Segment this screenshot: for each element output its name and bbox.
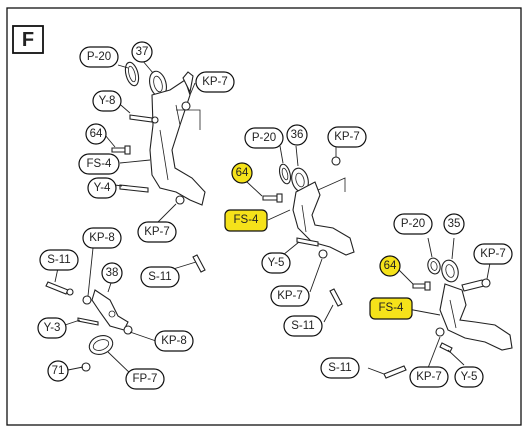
svg-text:35: 35 [448, 218, 461, 230]
svg-text:Y-5: Y-5 [461, 371, 478, 383]
assembly-c-drawing [262, 156, 355, 307]
callout-c-p20: P-20 [244, 127, 284, 149]
callout-d-kp7-bottom: KP-7 [409, 366, 449, 388]
callout-b-38: 38 [101, 262, 123, 284]
svg-text:Y-4: Y-4 [94, 182, 111, 194]
svg-text:S-11: S-11 [328, 362, 351, 374]
svg-text:FP-7: FP-7 [133, 373, 158, 385]
callout-b-71: 71 [47, 360, 69, 382]
callout-b-kp8-top: KP-8 [82, 227, 122, 249]
svg-text:P-20: P-20 [252, 132, 276, 144]
assembly-d-drawing [383, 257, 513, 379]
callout-b-kp8-right: KP-8 [154, 330, 194, 352]
svg-text:64: 64 [236, 167, 249, 179]
svg-text:S-11: S-11 [47, 254, 70, 266]
svg-text:Y-3: Y-3 [44, 322, 61, 334]
callout-a-64: 64 [85, 123, 107, 145]
svg-text:FS-4: FS-4 [379, 302, 405, 314]
callout-c-s11: S-11 [283, 315, 323, 337]
callout-d-p20: P-20 [393, 213, 433, 235]
assembly-d-leaders [367, 237, 491, 375]
callout-c-y5: Y-5 [261, 252, 291, 274]
svg-text:KP-8: KP-8 [89, 232, 115, 244]
svg-text:S-11: S-11 [291, 320, 314, 332]
callout-a-s11: S-11 [140, 266, 180, 288]
svg-text:KP-7: KP-7 [416, 371, 442, 383]
svg-text:FS-4: FS-4 [87, 158, 113, 170]
callout-d-y5: Y-5 [454, 366, 484, 388]
svg-text:KP-7: KP-7 [277, 290, 303, 302]
assembly-b-drawing [45, 281, 133, 372]
svg-text:KP-7: KP-7 [480, 248, 506, 260]
assembly-c-leaders [246, 145, 337, 323]
svg-text:KP-7: KP-7 [202, 76, 228, 88]
callout-d-s11: S-11 [320, 357, 360, 379]
callout-a-kp7-top: KP-7 [195, 71, 235, 93]
panel-letter-box: F [12, 25, 44, 54]
svg-text:38: 38 [106, 267, 119, 279]
svg-text:Y-5: Y-5 [268, 257, 285, 269]
callout-d-35: 35 [443, 213, 465, 235]
assembly-a-drawing [111, 61, 206, 273]
svg-text:FS-4: FS-4 [234, 214, 260, 226]
callouts: P-20 37 KP-7 Y-8 64 FS-4 Y-4 KP-7 [37, 41, 513, 390]
svg-text:S-11: S-11 [148, 271, 171, 283]
panel-letter: F [22, 29, 34, 51]
svg-text:37: 37 [136, 46, 149, 58]
svg-text:KP-7: KP-7 [334, 131, 360, 143]
svg-text:64: 64 [90, 128, 103, 140]
callout-c-kp7-bottom: KP-7 [270, 285, 310, 307]
svg-text:P-20: P-20 [401, 218, 425, 230]
callout-c-64: 64 [231, 162, 253, 184]
callout-d-fs4: FS-4 [369, 297, 413, 320]
callout-c-fs4: FS-4 [224, 209, 268, 232]
callout-b-fp7: FP-7 [125, 368, 165, 390]
callout-d-kp7-top: KP-7 [473, 243, 513, 265]
svg-text:KP-8: KP-8 [161, 335, 187, 347]
svg-text:36: 36 [291, 129, 304, 141]
callout-a-fs4: FS-4 [78, 153, 120, 175]
callout-a-37: 37 [131, 41, 153, 63]
callout-a-y4: Y-4 [87, 177, 117, 199]
callout-a-kp7-mid: KP-7 [137, 221, 177, 243]
callout-b-y3: Y-3 [37, 317, 67, 339]
callout-c-kp7-top: KP-7 [327, 126, 367, 148]
callout-d-64: 64 [379, 255, 401, 277]
callout-a-y8: Y-8 [92, 90, 122, 112]
svg-text:71: 71 [52, 365, 65, 377]
svg-text:KP-7: KP-7 [144, 226, 170, 238]
svg-text:64: 64 [384, 260, 397, 272]
svg-text:P-20: P-20 [87, 51, 111, 63]
svg-text:Y-8: Y-8 [99, 95, 116, 107]
callout-a-p20: P-20 [79, 46, 119, 68]
callout-c-36: 36 [286, 124, 308, 146]
callout-b-s11: S-11 [39, 249, 79, 271]
